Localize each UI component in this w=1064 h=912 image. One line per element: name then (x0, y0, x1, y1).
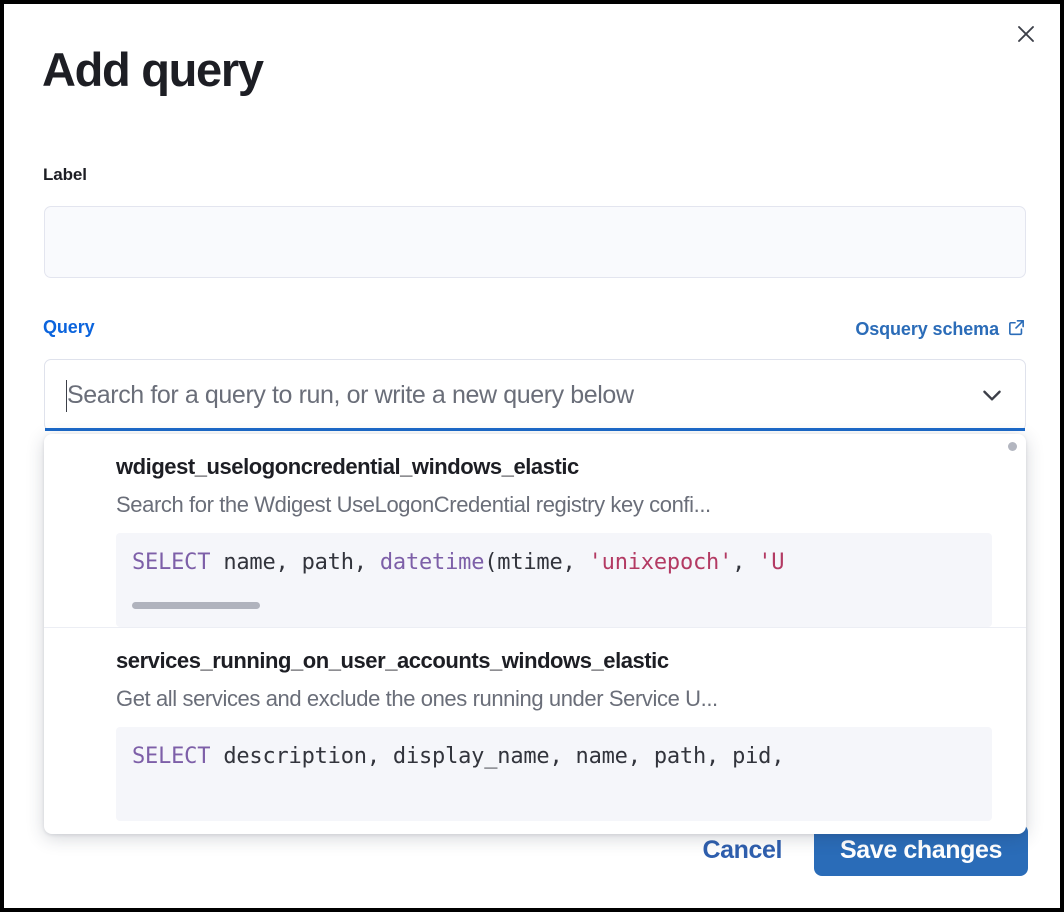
osquery-schema-link-label: Osquery schema (855, 319, 999, 339)
text-cursor (66, 380, 67, 412)
query-combobox[interactable]: Search for a query to run, or write a ne… (44, 359, 1026, 431)
label-field-label: Label (43, 165, 87, 184)
cancel-button[interactable]: Cancel (680, 824, 804, 877)
query-combobox-placeholder: Search for a query to run, or write a ne… (67, 380, 634, 409)
close-icon (1014, 22, 1038, 46)
query-field-label[interactable]: Query (43, 317, 95, 337)
external-link-icon (1007, 318, 1026, 342)
label-input[interactable] (44, 206, 1026, 278)
page-title: Add query (42, 43, 264, 96)
list-item[interactable]: services_running_on_user_accounts_window… (44, 626, 1026, 821)
modal-dialog: Add query Label Query Osquery schema Sea… (4, 4, 1060, 908)
suggestion-code-block[interactable]: SELECT name, path, datetime(mtime, 'unix… (116, 532, 992, 627)
query-suggestions-list[interactable]: wdigest_uselogoncredential_windows_elast… (44, 434, 1026, 834)
chevron-down-icon[interactable] (975, 378, 1009, 412)
code-horizontal-scrollbar[interactable] (132, 601, 260, 609)
suggestion-code-text: SELECT name, path, datetime(mtime, 'unix… (132, 549, 785, 575)
query-suggestions-dropdown[interactable]: wdigest_uselogoncredential_windows_elast… (44, 434, 1026, 834)
suggestion-code-block[interactable]: SELECT description, display_name, name, … (116, 726, 992, 821)
suggestion-description: Get all services and exclude the ones ru… (116, 686, 718, 712)
osquery-schema-link[interactable]: Osquery schema (855, 317, 1026, 342)
suggestion-code-text: SELECT description, display_name, name, … (132, 743, 785, 769)
suggestion-description: Search for the Wdigest UseLogonCredentia… (116, 492, 711, 518)
suggestion-title: services_running_on_user_accounts_window… (116, 647, 669, 673)
dropdown-scrollbar[interactable] (1008, 442, 1017, 451)
suggestion-title: wdigest_uselogoncredential_windows_elast… (116, 454, 579, 479)
list-item[interactable]: wdigest_uselogoncredential_windows_elast… (44, 434, 1026, 627)
close-icon-button[interactable] (1006, 14, 1046, 54)
